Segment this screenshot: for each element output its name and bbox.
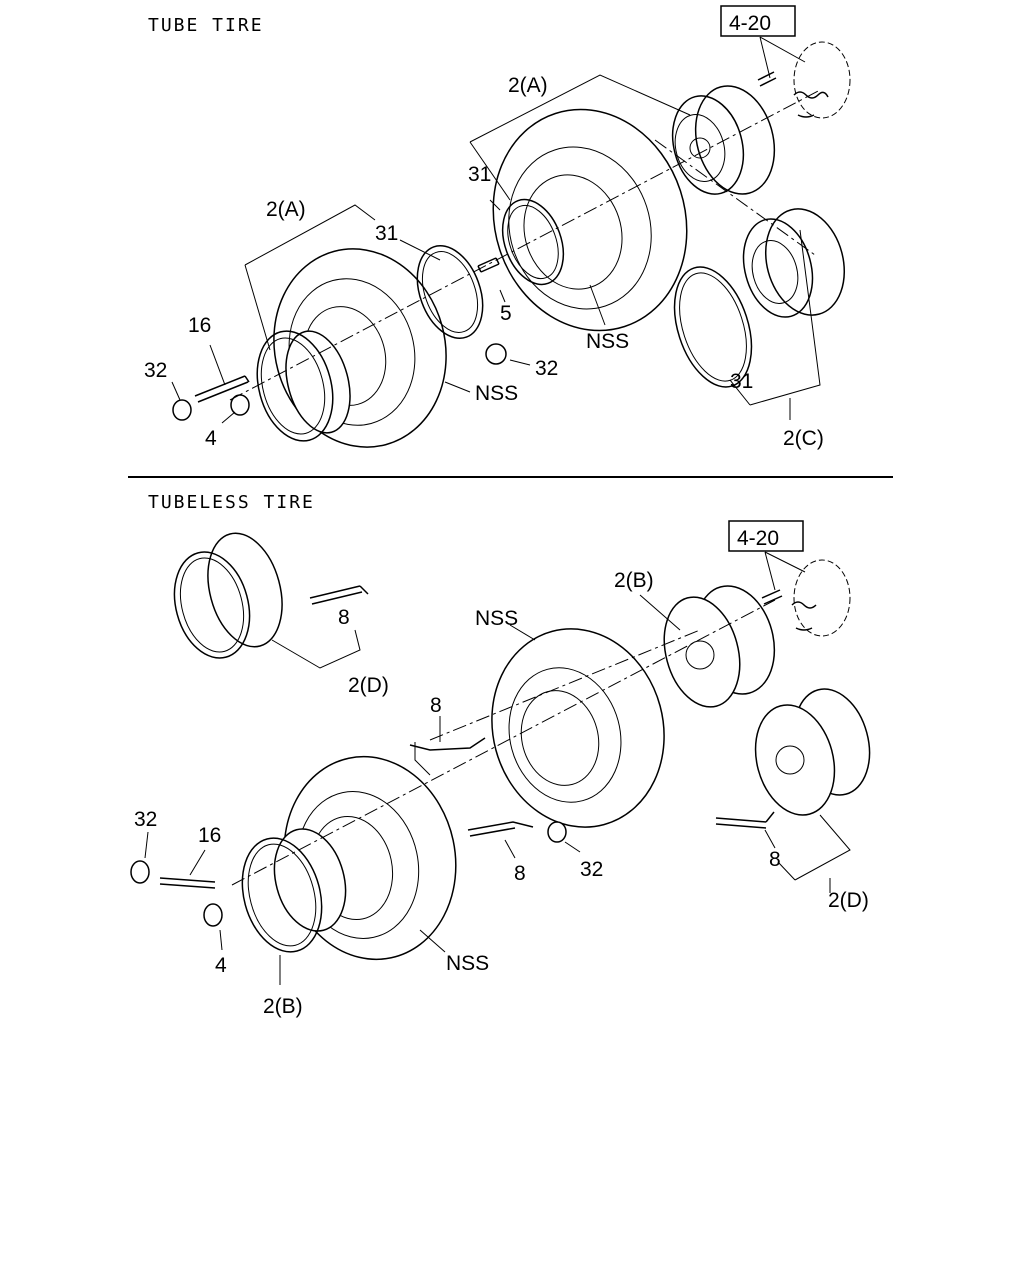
rim-2d-top-left	[173, 532, 283, 659]
hub-drum-tube	[757, 41, 851, 119]
axis-tubeless-upper	[429, 629, 701, 741]
label-nss-tubeless-upper: NSS	[475, 607, 518, 630]
cap-32-tubeless-left	[130, 860, 150, 884]
rim-2b-lower	[241, 828, 347, 953]
label-5: 5	[500, 302, 512, 325]
bolt-16-tube	[194, 375, 250, 403]
ref-leader	[759, 36, 806, 79]
label-2b-upper: 2(B)	[614, 569, 654, 592]
ring-31-left	[416, 244, 484, 340]
label-8-lower: 8	[514, 862, 526, 885]
ring-31-middle	[501, 198, 565, 286]
label-32-tubeless-left: 32	[134, 808, 157, 831]
label-2a-top: 2(A)	[508, 74, 548, 97]
tube-tire-section-title: TUBE TIRE	[148, 15, 264, 36]
label-31-a: 31	[468, 163, 491, 186]
label-nss-tube-left: NSS	[475, 382, 518, 405]
ref-box-4-20-tubeless[interactable]: 4-20	[728, 520, 804, 552]
cap-32-tubeless-right	[547, 821, 567, 843]
label-2c: 2(C)	[783, 427, 824, 450]
label-nss-tube-right: NSS	[586, 330, 629, 353]
label-32-tube-right: 32	[535, 357, 558, 380]
valve-8-lower	[467, 821, 534, 837]
label-2b-lower: 2(B)	[263, 995, 303, 1018]
tire-lower-left	[273, 248, 447, 448]
valve-5	[477, 257, 500, 273]
axis-tube-branch	[654, 139, 816, 256]
tire-upper-right	[492, 108, 688, 332]
ref-box-4-20-tube[interactable]: 4-20	[720, 5, 796, 37]
rim-2b-upper	[663, 585, 776, 708]
label-nss-tubeless-lower: NSS	[446, 952, 489, 975]
label-16-tube: 16	[188, 314, 211, 337]
label-2d-top-left: 2(D)	[348, 674, 389, 697]
label-2d-right: 2(D)	[828, 889, 869, 912]
valve-8-top-left	[309, 585, 369, 605]
nut-4-tubeless	[203, 903, 223, 927]
bolt-16-tubeless	[159, 877, 216, 889]
ref-box-label: 4-20	[729, 12, 771, 35]
label-4-tube: 4	[205, 427, 217, 450]
hub-drum-tubeless	[761, 559, 851, 637]
rim-upper-right	[671, 85, 776, 195]
label-8-center: 8	[430, 694, 442, 717]
rim-2c	[742, 208, 846, 318]
cap-32-tube-right	[485, 343, 507, 365]
rim-2d-right	[754, 688, 871, 816]
label-31-b: 31	[375, 222, 398, 245]
label-32-tubeless-right: 32	[580, 858, 603, 881]
ref-box-label-2: 4-20	[737, 527, 779, 550]
tire-tubeless-upper	[491, 628, 665, 828]
label-16-tubeless: 16	[198, 824, 221, 847]
ring-31-lower-right	[673, 266, 753, 388]
label-31-c: 31	[730, 370, 753, 393]
rim-lower-left	[256, 330, 351, 442]
tubeless-tire-section-title: TUBELESS TIRE	[148, 492, 315, 513]
label-2a-mid: 2(A)	[266, 198, 306, 221]
valve-8-center	[409, 737, 486, 751]
axis-tube-main	[229, 89, 821, 401]
label-4-tubeless: 4	[215, 954, 227, 977]
cap-32-tube-left	[172, 399, 192, 421]
label-8-top-left: 8	[338, 606, 350, 629]
bracket-2a-mid	[244, 204, 376, 266]
label-8-right: 8	[769, 848, 781, 871]
label-32-tube-left: 32	[144, 359, 167, 382]
valve-8-right	[715, 811, 775, 829]
axis-tubeless-main	[231, 599, 776, 886]
